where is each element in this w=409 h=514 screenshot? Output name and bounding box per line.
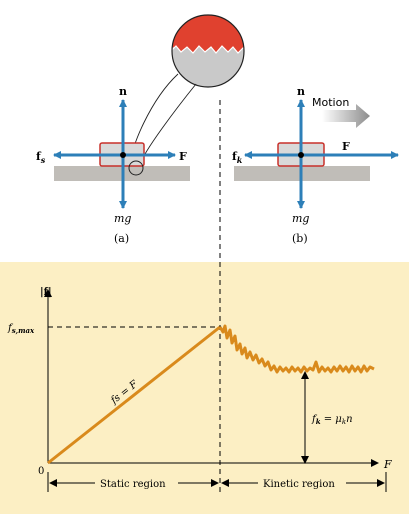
magnified-surface-circle — [171, 14, 245, 88]
F-label-a: F — [179, 150, 187, 163]
n-label-a: n — [119, 85, 127, 98]
fk-equation: fk = μkn — [311, 414, 353, 426]
graph-panel — [0, 262, 409, 514]
kinetic-region-label: Kinetic region — [263, 479, 335, 490]
motion-label: Motion — [312, 96, 349, 109]
n-label-b: n — [297, 85, 305, 98]
x-axis-label: F — [383, 458, 392, 471]
F-label-b: F — [342, 140, 350, 153]
center-dot-a — [120, 152, 126, 158]
diagram-a: n F fs mg (a) — [36, 85, 190, 245]
friction-graph: |f| F 0 fs,max fs = F fk = μkn Static re… — [7, 287, 392, 492]
fk-label-b: fk — [232, 150, 243, 165]
caption-b: (b) — [292, 232, 308, 245]
center-dot-b — [298, 152, 304, 158]
static-friction-line — [47, 325, 221, 465]
static-region-label: Static region — [100, 479, 166, 490]
mg-label-a: mg — [114, 212, 131, 225]
y-axis-label: |f| — [40, 287, 52, 298]
caption-a: (a) — [114, 232, 129, 245]
mg-label-b: mg — [292, 212, 309, 225]
motion-arrow — [322, 104, 370, 128]
fsmax-label: fs,max — [7, 323, 35, 335]
contact-zoom-ring — [128, 160, 144, 176]
fs-label-a: fs — [36, 150, 46, 165]
kinetic-friction-curve — [218, 324, 375, 374]
diagram-b: n F fk mg (b) Motion — [232, 85, 399, 245]
origin-label: 0 — [38, 466, 44, 477]
